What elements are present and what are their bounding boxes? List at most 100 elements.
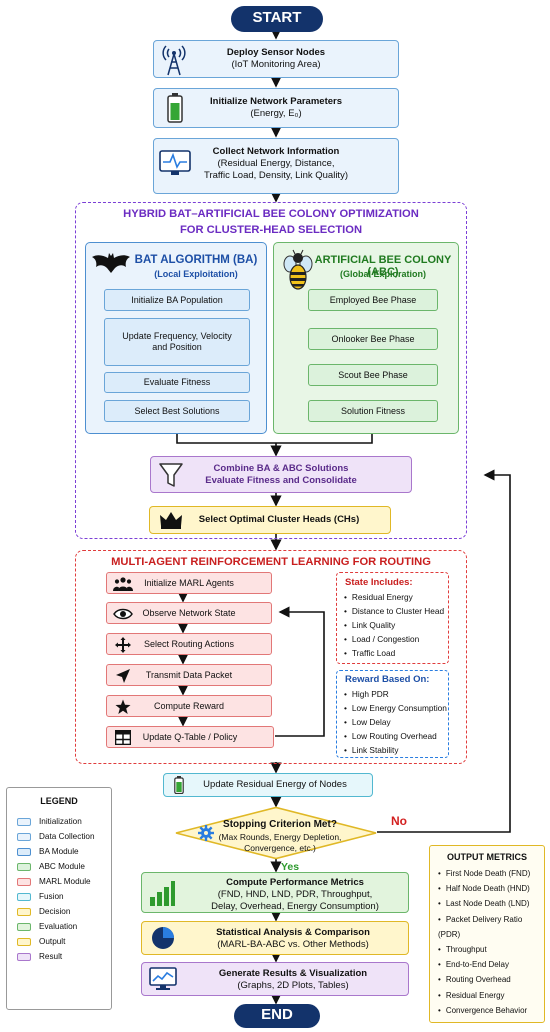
output-metrics-title: OUTPUT METRICS [447,852,527,862]
legend-swatch [17,892,31,901]
combine-line2: Evaluate Fitness and Consolidate [205,475,357,486]
deploy-sensor-nodes-box: Deploy Sensor Nodes (IoT Monitoring Area… [153,40,399,78]
output-metric-item: Throughput [438,942,544,957]
move-arrows-icon [113,636,133,653]
legend-label: MARL Module [39,877,91,886]
legend-item: Fusion [17,889,111,904]
legend-panel: LEGEND Initialization Data Collection BA… [6,787,112,1010]
metrics-line1: (FND, HND, LND, PDR, Throughput, [217,889,373,900]
bar-chart-icon [148,878,176,908]
marl-step-update-policy: Update Q-Table / Policy [106,726,274,748]
legend-label: Decision [39,907,71,916]
state-item: Link Quality [344,618,444,632]
compute-metrics-box: Compute Performance Metrics (FND, HND, L… [141,872,409,913]
legend-swatch [17,862,31,871]
state-item: Load / Congestion [344,632,444,646]
abc-step-scout: Scout Bee Phase [308,364,438,386]
hybrid-ba-abc-region [75,202,467,539]
abc-title: ARTIFICIAL BEE COLONY (ABC) [314,254,452,278]
pulse-monitor-icon [158,148,192,178]
legend-item: BA Module [17,844,111,859]
output-metric-item: End-to-End Delay [438,957,544,972]
crown-icon [158,509,184,531]
generate-results-box: Generate Results & Visualization (Graphs… [141,962,409,996]
output-metric-item: First Node Death (FND) [438,866,544,881]
no-label: No [391,814,407,828]
combine-line1: Combine BA & ABC Solutions [213,463,349,474]
legend-swatch [17,832,31,841]
people-icon [112,575,134,592]
legend-label: Result [39,952,63,961]
output-metric-item: Residual Energy [438,988,544,1003]
legend-label: Evaluation [39,922,78,931]
ba-title: BAT ALGORITHM (BA) [134,254,258,266]
output-metric-item: Convergence Behavior [438,1003,544,1018]
collect-line1: (Residual Energy, Distance, [217,158,335,169]
output-metric-item: Last Node Death (LND) [438,896,544,911]
send-icon [113,667,133,684]
ba-subtitle: (Local Exploitation) [154,269,238,279]
legend-label: Initialization [39,817,82,826]
output-metric-item: Half Node Death (HND) [438,881,544,896]
end-terminal: END [234,1004,320,1028]
legend-item: MARL Module [17,874,111,889]
reward-item: Low Delay [344,715,447,729]
reward-item: High PDR [344,687,447,701]
results-title: Generate Results & Visualization [218,968,368,979]
legend-label: Fusion [39,892,64,901]
battery-icon [172,775,186,795]
update-energy-label: Update Residual Energy of Nodes [203,779,347,790]
state-item: Traffic Load [344,646,444,660]
reward-item: Low Energy Consumption [344,701,447,715]
state-list: Residual Energy Distance to Cluster Head… [344,590,444,660]
ba-step-select: Select Best Solutions [104,400,250,422]
collect-line2: Traffic Load, Density, Link Quality) [204,170,348,181]
bee-icon [280,248,316,294]
collect-network-info-box: Collect Network Information (Residual En… [153,138,399,194]
statistical-analysis-box: Statistical Analysis & Comparison (MARL-… [141,921,409,955]
legend-swatch [17,937,31,946]
legend-label: Outpult [39,937,66,946]
funnel-icon [158,461,184,489]
marl-step-init-agents: Initialize MARL Agents [106,572,272,594]
ba-step-evaluate: Evaluate Fitness [104,372,250,393]
state-item: Residual Energy [344,590,444,604]
reward-item: Link Stability [344,743,447,757]
reward-title: Reward Based On: [345,674,430,685]
legend-swatch [17,952,31,961]
pie-chart-icon [150,925,176,951]
init-params-subtitle: (Energy, E₀) [250,108,302,119]
legend-swatch [17,817,31,826]
stats-title: Statistical Analysis & Comparison [216,927,370,938]
deploy-title: Deploy Sensor Nodes [226,47,326,58]
legend-items: Initialization Data Collection BA Module… [17,814,111,964]
legend-item: Initialization [17,814,111,829]
legend-title: LEGEND [40,796,78,806]
metrics-line2: Delay, Overhead, Energy Consumption) [211,901,379,912]
marl-step-observe: Observe Network State [106,602,272,624]
legend-item: Data Collection [17,829,111,844]
bat-icon [91,250,131,276]
hybrid-title-line2: FOR CLUSTER-HEAD SELECTION [179,224,363,236]
decision-line2: Convergence, etc.) [244,843,316,853]
legend-swatch [17,877,31,886]
marl-step-transmit: Transmit Data Packet [106,664,272,686]
legend-swatch [17,922,31,931]
decision-line1: (Max Rounds, Energy Depletion, [218,832,342,842]
abc-subtitle: (Global Exploration) [339,269,426,279]
marl-title: MULTI-AGENT REINFORCEMENT LEARNING FOR R… [111,556,431,568]
collect-title: Collect Network Information [212,146,340,157]
legend-label: BA Module [39,847,79,856]
select-cluster-heads-box: Select Optimal Cluster Heads (CHs) [149,506,391,534]
decision-title: Stopping Criterion Met? [223,819,337,830]
select-ch-label: Select Optimal Cluster Heads (CHs) [198,514,360,525]
yes-label: Yes [281,861,300,873]
legend-label: ABC Module [39,862,85,871]
marl-step-reward: Compute Reward [106,695,272,717]
state-title: State Includes: [345,577,413,588]
table-icon [113,729,133,746]
combine-solutions-box: Combine BA & ABC Solutions Evaluate Fitn… [150,456,412,493]
start-terminal: START [231,6,323,32]
stats-line1: (MARL-BA-ABC vs. Other Methods) [217,939,369,950]
battery-icon [166,91,184,125]
